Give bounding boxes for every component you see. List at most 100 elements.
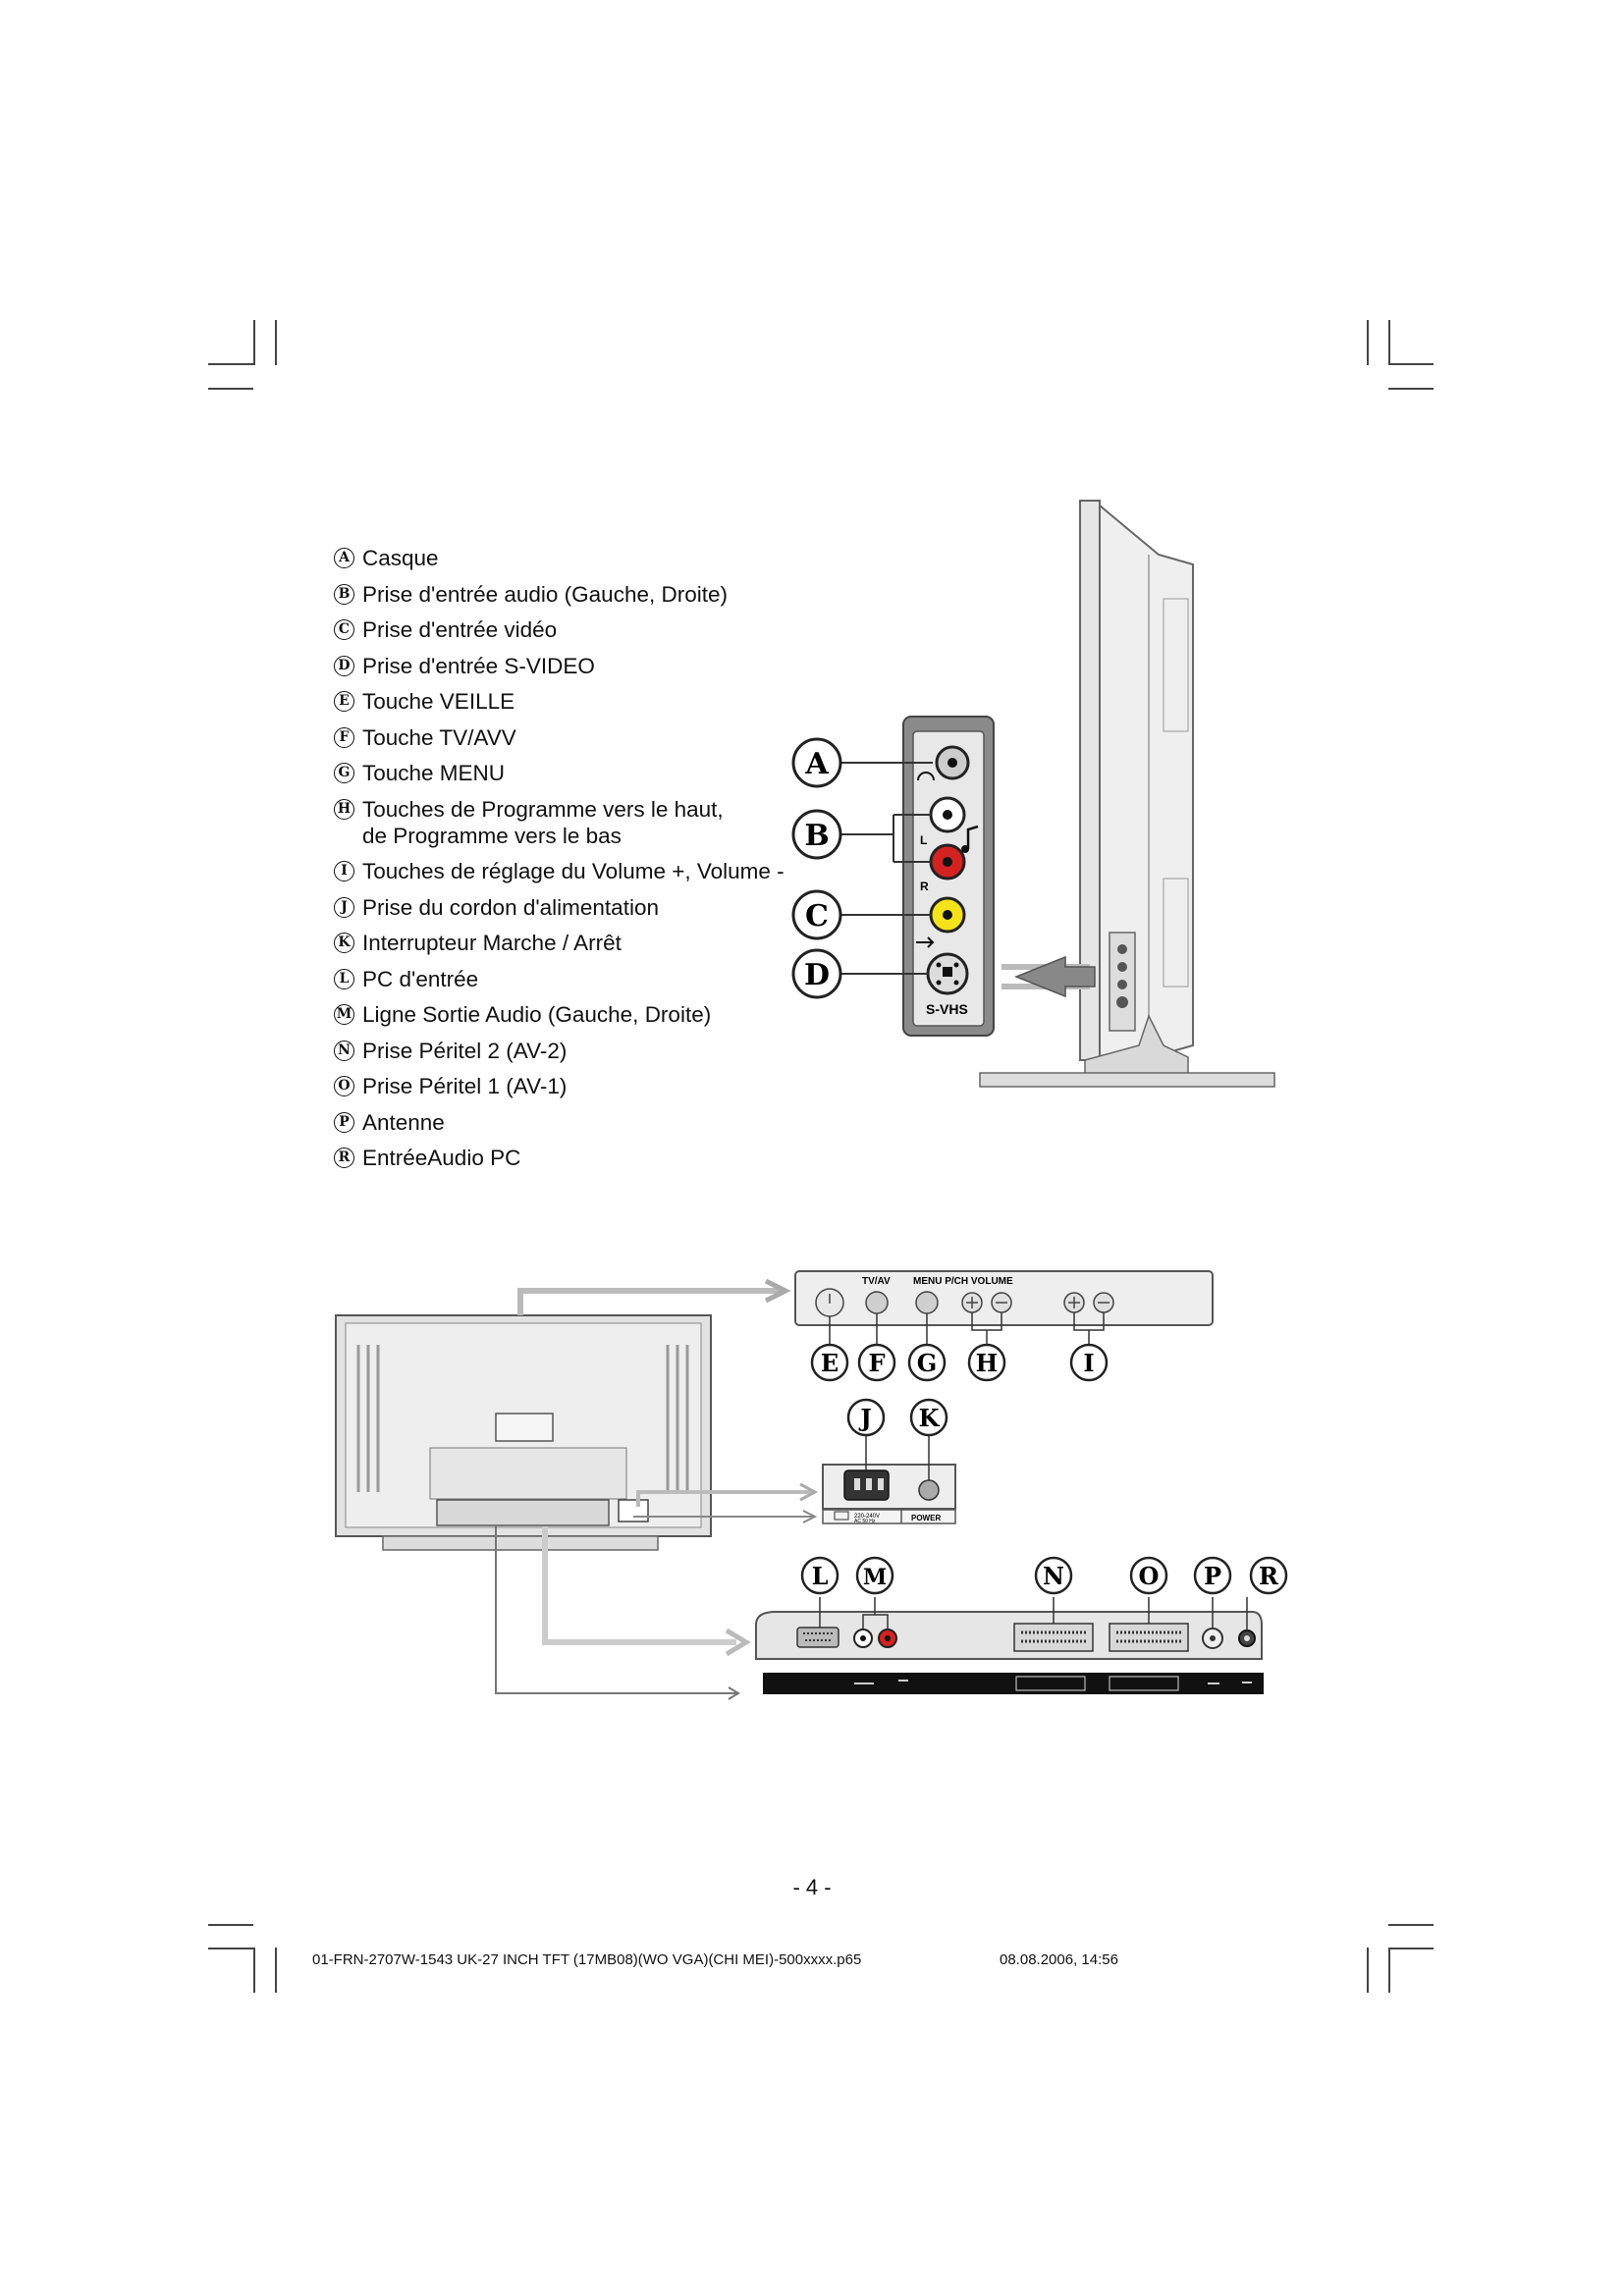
voltage2-label: AC 50 Hz	[854, 1519, 876, 1524]
legend-item: M Ligne Sortie Audio (Gauche, Droite)	[334, 1001, 844, 1028]
legend-letter: E	[334, 691, 354, 712]
legend-letter: H	[334, 798, 354, 820]
crop-mark	[275, 1948, 277, 1993]
legend-letter: I	[334, 861, 354, 881]
callout-d: D	[791, 948, 842, 999]
scart-1-port	[1109, 1623, 1189, 1652]
jack-l-label: L	[920, 833, 927, 847]
vga-port	[796, 1627, 839, 1648]
callout-letter: C	[805, 899, 829, 934]
tv-side-view-figure: L R S-VHS A B C D	[791, 500, 1275, 1088]
legend-item: B Prise d'entrée audio (Gauche, Droite)	[334, 581, 844, 608]
legend-letter: M	[334, 1004, 354, 1025]
tv-rear-view-figure: TV/AV MENU P/CH VOLUME E F G H I 220-240…	[335, 1270, 1288, 1700]
rear-connector-panel	[755, 1611, 1263, 1660]
video-arrow-icon	[916, 936, 935, 948]
crop-mark	[208, 1924, 253, 1926]
legend-letter: L	[334, 968, 354, 989]
legend-item: H Touches de Programme vers le haut, de P…	[334, 796, 844, 849]
callout-letter: D	[804, 958, 830, 992]
legend-item: D Prise d'entrée S-VIDEO	[334, 653, 844, 679]
callout-letter: L	[812, 1562, 829, 1590]
svhs-label: S-VHS	[926, 1001, 968, 1017]
scart-2-port	[1013, 1623, 1094, 1652]
callout-m: M	[855, 1556, 894, 1595]
callout-a: A	[791, 737, 842, 788]
tvav-button[interactable]	[865, 1291, 889, 1314]
callout-n: N	[1034, 1556, 1073, 1595]
tvav-label: TV/AV	[862, 1276, 891, 1287]
callout-letter: A	[804, 747, 829, 781]
legend-text: Casque	[362, 546, 439, 570]
crop-mark	[208, 1948, 253, 1949]
legend-text: Touche VEILLE	[362, 689, 515, 714]
legend-text: Antenne	[362, 1109, 445, 1135]
callout-letter: O	[1139, 1562, 1160, 1590]
menu-button[interactable]	[915, 1291, 939, 1314]
connector-legend: A Casque B Prise d'entrée audio (Gauche, D…	[334, 545, 844, 1181]
legend-text: Touches de Programme vers le haut, de Pr…	[362, 796, 724, 848]
legend-text: Prise d'entrée audio (Gauche, Droite)	[362, 581, 728, 607]
callout-letter: M	[863, 1565, 887, 1590]
callout-e: E	[810, 1343, 849, 1382]
legend-letter: D	[334, 655, 354, 676]
callout-b: B	[791, 809, 842, 860]
music-note-icon	[966, 825, 979, 849]
control-panel: TV/AV MENU P/CH VOLUME	[794, 1270, 1214, 1326]
legend-letter: B	[334, 583, 354, 605]
crop-mark	[1388, 1948, 1434, 1949]
page-number: - 4 -	[792, 1875, 832, 1899]
legend-text: Ligne Sortie Audio (Gauche, Droite)	[362, 1002, 712, 1027]
power-switch[interactable]	[918, 1479, 940, 1501]
legend-text: Prise d'entrée S-VIDEO	[362, 653, 595, 678]
crop-mark	[1388, 388, 1434, 390]
legend-letter: A	[334, 548, 354, 568]
legend-letter: O	[334, 1076, 354, 1096]
callout-letter: F	[868, 1349, 885, 1377]
tv-side-body	[979, 500, 1275, 1088]
legend-item: E Touche VEILLE	[334, 688, 844, 715]
callout-o: O	[1129, 1556, 1168, 1595]
callout-letter: B	[804, 819, 829, 853]
crop-mark	[1367, 1948, 1369, 1993]
callout-letter: H	[976, 1349, 999, 1377]
callout-f: F	[857, 1343, 896, 1382]
crop-mark	[253, 320, 255, 365]
callout-r: R	[1249, 1556, 1288, 1595]
voltage-label: 220-240V	[854, 1514, 880, 1520]
crop-mark	[208, 363, 253, 365]
legend-letter: P	[334, 1111, 354, 1133]
legend-item: P Antenne	[334, 1109, 844, 1136]
callout-j: J	[846, 1398, 886, 1437]
crop-mark	[208, 388, 253, 390]
crop-mark	[1367, 320, 1369, 365]
footer-date: 08.08.2006, 14:56	[1000, 1951, 1118, 1968]
legend-item: A Casque	[334, 545, 844, 571]
crop-mark	[1388, 320, 1390, 365]
callout-letter: P	[1204, 1562, 1221, 1590]
callout-letter: N	[1043, 1562, 1064, 1590]
legend-letter: N	[334, 1040, 354, 1061]
callout-letter: J	[858, 1404, 871, 1432]
power-panel: 220-240V AC 50 Hz POWER	[822, 1464, 956, 1524]
legend-item: I Touches de réglage du Volume +, Volume …	[334, 858, 844, 884]
legend-text: EntréeAudio PC	[362, 1146, 521, 1170]
headphone-icon	[917, 772, 935, 781]
callout-letter: I	[1083, 1349, 1094, 1377]
arrow-icon	[1013, 955, 1096, 998]
callout-h: H	[967, 1343, 1006, 1382]
plus-icon	[1068, 1297, 1080, 1308]
crop-mark	[275, 320, 277, 365]
legend-letter: J	[334, 896, 354, 918]
legend-text: PC d'entrée	[362, 966, 479, 991]
legend-text: Touches de réglage du Volume +, Volume -	[362, 859, 785, 883]
legend-item: L PC d'entrée	[334, 966, 844, 992]
crop-mark	[253, 1948, 255, 1993]
